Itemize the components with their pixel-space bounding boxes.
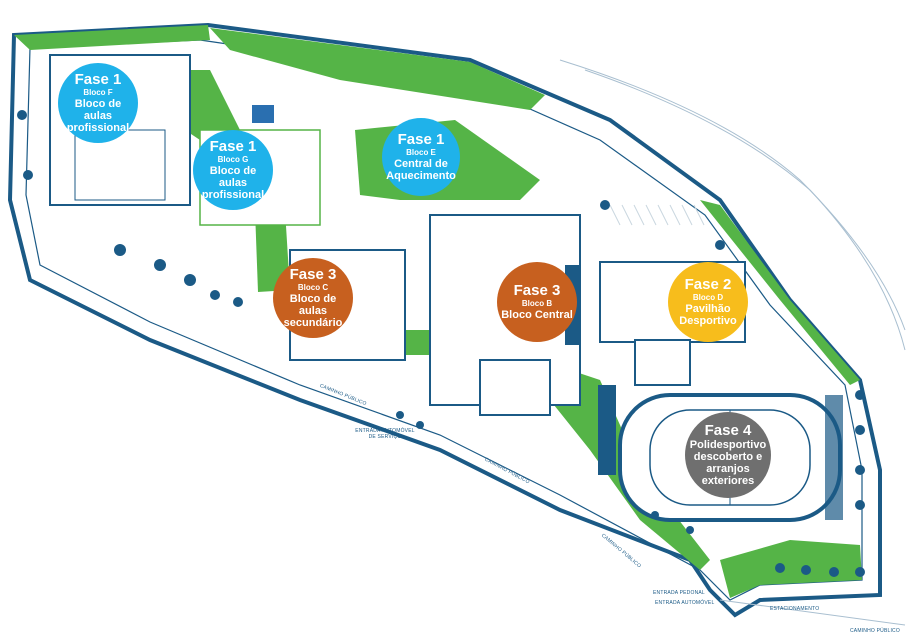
badge-bloco-g: Fase 1 Bloco G Bloco de aulas profission…: [193, 130, 273, 210]
badge-phase: Fase 1: [209, 138, 257, 156]
badge-phase: Fase 4: [704, 421, 752, 439]
green-strip-west: [14, 25, 210, 50]
green-strip-north: [210, 28, 545, 110]
badge-block: Bloco F: [83, 87, 113, 97]
badge-block: Bloco D: [692, 292, 724, 302]
badge-block: Bloco E: [406, 147, 436, 157]
trees: [17, 110, 865, 577]
label-caminho-publico: CAMINHO PÚBLICO: [850, 628, 900, 634]
badge-block: Bloco C: [297, 282, 329, 292]
badge-bloco-c: Fase 3 Bloco C Bloco de aulas secundário: [273, 258, 353, 338]
badge-phase: Fase 1: [397, 131, 445, 149]
badge-bloco-f: Fase 1 Bloco F Bloco de aulas profission…: [58, 63, 138, 143]
badge-name: Central de Aquecimento: [386, 157, 456, 182]
badge-name: Bloco de aulas profissional: [201, 164, 265, 201]
public-road-south: [719, 599, 906, 626]
badge-bloco-d: Fase 2 Bloco D Pavilhão Desportivo: [668, 262, 748, 342]
badge-polidesportivo: Fase 4 Polidesportivo descoberto e arran…: [685, 412, 771, 498]
building-d-annex: [634, 339, 691, 386]
green-southeast: [720, 540, 862, 598]
label-estacionamento: ESTACIONAMENTO: [770, 606, 820, 612]
green-east: [700, 200, 860, 385]
badge-phase: Fase 1: [74, 71, 122, 89]
badge-name: Bloco Central: [501, 308, 573, 321]
public-road-east: [559, 59, 906, 331]
label-entrada-servico: ENTRADA AUTOMÓVEL DE SERVIÇO: [355, 428, 415, 440]
badge-phase: Fase 3: [513, 282, 561, 300]
site-boundary: [7, 22, 882, 618]
badge-name: Bloco de aulas profissional: [66, 97, 130, 134]
sports-field-bar-e: [825, 395, 843, 520]
building-b-south: [479, 359, 551, 416]
public-road-east-2: [584, 69, 906, 351]
badge-name: Polidesportivo descoberto e arranjos ext…: [689, 439, 767, 488]
badge-phase: Fase 2: [684, 276, 732, 294]
sports-field-bar-w: [598, 385, 616, 475]
label-entrada-automovel: ENTRADA AUTOMÓVEL: [655, 600, 715, 606]
badge-name: Pavilhão Desportivo: [679, 302, 737, 327]
badge-bloco-e: Fase 1 Bloco E Central de Aquecimento: [382, 118, 460, 196]
badge-name: Bloco de aulas secundário: [283, 292, 343, 329]
badge-phase: Fase 3: [289, 266, 337, 284]
parking-north: [609, 204, 705, 226]
solar-panels: [252, 105, 274, 123]
label-entrada-pedonal: ENTRADA PEDONAL: [653, 590, 705, 596]
badge-block: Bloco B: [521, 298, 553, 308]
badge-bloco-b: Fase 3 Bloco B Bloco Central: [497, 262, 577, 342]
badge-block: Bloco G: [217, 154, 249, 164]
